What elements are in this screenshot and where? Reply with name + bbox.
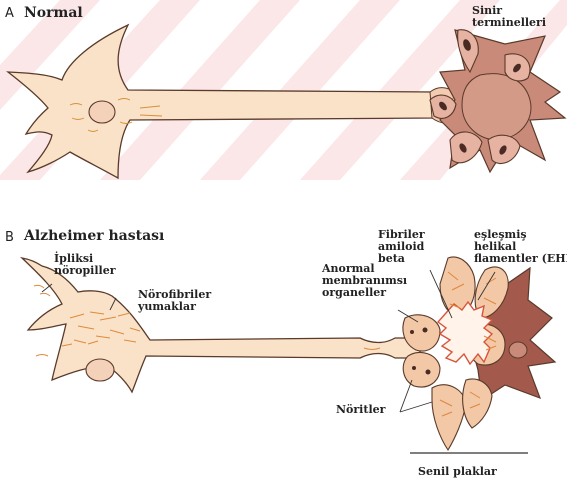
amyloid-label: Fibriler amiloid beta [378,229,425,265]
neurites-label: Nöritler [336,404,385,416]
terminals-label: Sinir terminelleri [472,5,546,29]
threads-label: İpliksi nöropiller [54,253,116,277]
amyloid-label-line3: beta [378,253,425,265]
tangles-label-line2: yumaklar [138,301,211,313]
threads-label-line2: nöropiller [54,265,116,277]
panel-a-letter: A [5,8,14,20]
senile-plaque-cluster [403,257,555,450]
tangles-label: Nörofibriler yumaklar [138,289,211,313]
terminals-label-line2: terminelleri [472,17,546,29]
senile-plaque-label: Senil plaklar [418,466,497,478]
alzheimer-nucleus [86,359,114,381]
organelles-label-line3: organeller [322,287,407,299]
panel-a-title: Normal [24,7,83,19]
phf-label: eşleşmiş helikal flamentler (EHF) [474,229,567,265]
phf-label-line3: flamentler (EHF) [474,253,567,265]
normal-nucleus [89,101,115,123]
panel-b-title: Alzheimer hastası [24,230,164,242]
panel-b-letter: B [5,232,14,244]
organelles-label: Anormal membranımsı organeller [322,263,407,299]
